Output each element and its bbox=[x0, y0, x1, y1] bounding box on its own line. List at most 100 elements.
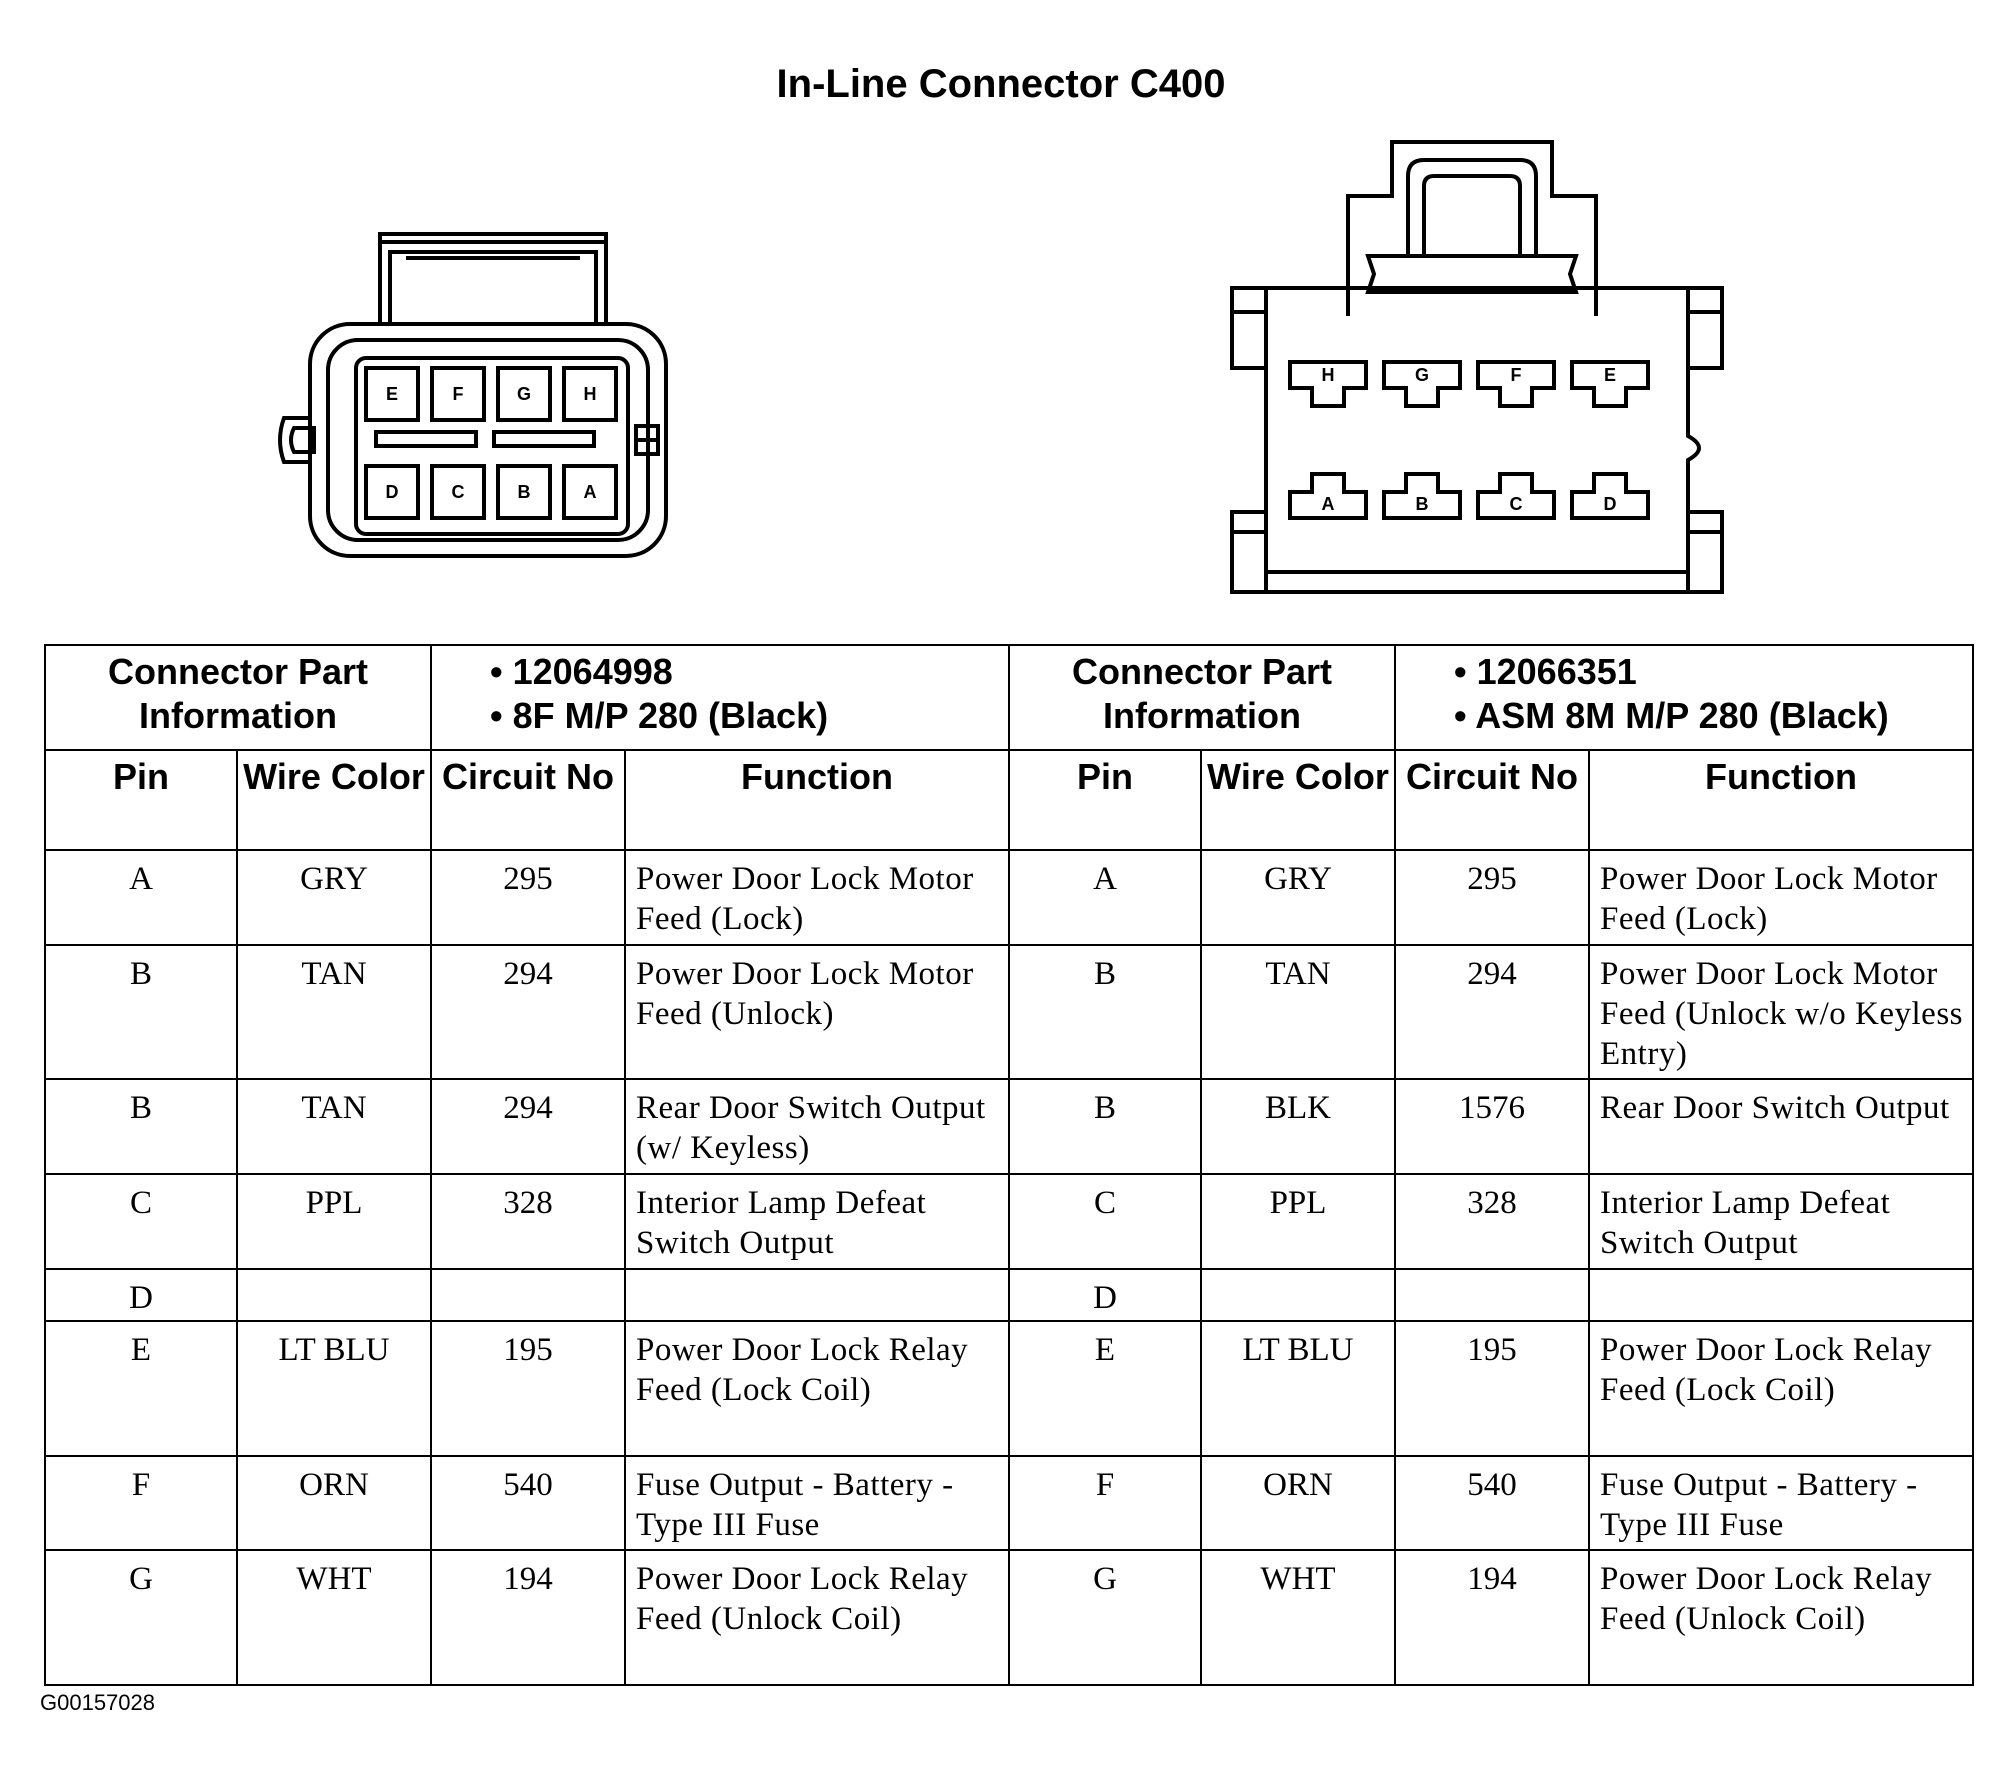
wire-color-cell: BLK bbox=[1200, 1078, 1396, 1175]
figure-id: G00157028 bbox=[40, 1690, 155, 1715]
wire-color-cell: TAN bbox=[236, 1078, 432, 1175]
function-cell: Power Door Lock Motor Feed (Lock) bbox=[624, 849, 1010, 946]
part-numbers-left: • 12064998 • 8F M/P 280 (Black) bbox=[430, 644, 1010, 751]
pin-cell: D bbox=[44, 1267, 238, 1322]
pin-cell: G bbox=[44, 1549, 238, 1686]
function-cell: Power Door Lock Motor Feed (Lock) bbox=[1588, 849, 1974, 946]
pin-terminal: D bbox=[1570, 472, 1650, 520]
function-cell: Power Door Lock Relay Feed (Unlock Coil) bbox=[1588, 1549, 1974, 1686]
diagram-title: In-Line Connector C400 bbox=[776, 62, 1226, 106]
function-cell: Power Door Lock Relay Feed (Lock Coil) bbox=[624, 1319, 1010, 1457]
circuit-no-cell: 294 bbox=[430, 1078, 626, 1175]
wire-color-cell: GRY bbox=[1200, 849, 1396, 946]
circuit-no-cell: 1576 bbox=[1394, 1078, 1590, 1175]
pin-label: F bbox=[453, 384, 464, 404]
circuit-no-cell: 195 bbox=[430, 1319, 626, 1457]
wire-color-cell: TAN bbox=[236, 943, 432, 1081]
col-header-function: Function bbox=[624, 748, 1010, 852]
pin-label: G bbox=[517, 384, 531, 404]
part-number-line: • 12064998 bbox=[490, 651, 673, 692]
circuit-no-cell: 295 bbox=[1394, 849, 1590, 946]
pin-cavity: A bbox=[562, 464, 618, 520]
pin-terminal: A bbox=[1288, 472, 1368, 520]
pin-cavity: D bbox=[364, 464, 420, 520]
column-header-row: Pin Wire Color Circuit No Function Pin W… bbox=[44, 748, 1974, 852]
wire-color-cell: GRY bbox=[236, 849, 432, 946]
part-numbers-right: • 12066351 • ASM 8M M/P 280 (Black) bbox=[1394, 644, 1974, 751]
pin-cell: E bbox=[1008, 1319, 1202, 1457]
pin-label: G bbox=[1415, 365, 1429, 385]
pin-cell: E bbox=[44, 1319, 238, 1457]
pin-label: D bbox=[1604, 494, 1617, 514]
part-info-label-right: Connector Part Information bbox=[1008, 644, 1396, 751]
wire-color-cell bbox=[1200, 1267, 1396, 1322]
part-description-line: • ASM 8M M/P 280 (Black) bbox=[1454, 695, 1889, 736]
function-cell bbox=[624, 1267, 1010, 1322]
pin-cell: C bbox=[44, 1173, 238, 1270]
pin-cell: F bbox=[1008, 1454, 1202, 1552]
circuit-no-cell: 328 bbox=[1394, 1173, 1590, 1270]
function-cell: Power Door Lock Relay Feed (Unlock Coil) bbox=[624, 1549, 1010, 1686]
pin-terminal: C bbox=[1476, 472, 1556, 520]
pin-cavity: G bbox=[496, 366, 552, 422]
pin-cell: G bbox=[1008, 1549, 1202, 1686]
function-cell: Power Door Lock Motor Feed (Unlock) bbox=[624, 943, 1010, 1081]
pin-cavity: B bbox=[496, 464, 552, 520]
wire-color-cell: LT BLU bbox=[1200, 1319, 1396, 1457]
wire-color-cell: PPL bbox=[236, 1173, 432, 1270]
pin-cell: F bbox=[44, 1454, 238, 1552]
col-header-pin: Pin bbox=[44, 748, 238, 852]
col-header-wire-color: Wire Color bbox=[1200, 748, 1396, 852]
col-header-wire-color: Wire Color bbox=[236, 748, 432, 852]
circuit-no-cell: 294 bbox=[430, 943, 626, 1081]
pin-cell: B bbox=[44, 943, 238, 1081]
part-description-line: • 8F M/P 280 (Black) bbox=[490, 695, 829, 736]
circuit-no-cell: 195 bbox=[1394, 1319, 1590, 1457]
circuit-no-cell: 294 bbox=[1394, 943, 1590, 1081]
pinout-table: Connector Part Information • 12064998 • … bbox=[44, 644, 1974, 1686]
wire-color-cell: WHT bbox=[236, 1549, 432, 1686]
circuit-no-cell: 540 bbox=[430, 1454, 626, 1552]
pin-cavity: H bbox=[562, 366, 618, 422]
function-cell: Interior Lamp Defeat Switch Output bbox=[1588, 1173, 1974, 1270]
pin-cell: D bbox=[1008, 1267, 1202, 1322]
pin-label: A bbox=[1322, 494, 1335, 514]
circuit-no-cell bbox=[1394, 1267, 1590, 1322]
pin-cell: C bbox=[1008, 1173, 1202, 1270]
pin-terminal: G bbox=[1382, 360, 1462, 408]
function-cell: Fuse Output - Battery - Type III Fuse bbox=[624, 1454, 1010, 1552]
function-cell: Interior Lamp Defeat Switch Output bbox=[624, 1173, 1010, 1270]
circuit-no-cell: 194 bbox=[430, 1549, 626, 1686]
function-cell: Fuse Output - Battery - Type III Fuse bbox=[1588, 1454, 1974, 1552]
circuit-no-cell: 295 bbox=[430, 849, 626, 946]
circuit-no-cell: 540 bbox=[1394, 1454, 1590, 1552]
circuit-no-cell: 194 bbox=[1394, 1549, 1590, 1686]
pin-cavity: C bbox=[430, 464, 486, 520]
circuit-no-cell bbox=[430, 1267, 626, 1322]
pin-cell: B bbox=[1008, 943, 1202, 1081]
function-cell: Rear Door Switch Output (w/ Keyless) bbox=[624, 1078, 1010, 1175]
pin-terminal: H bbox=[1288, 360, 1368, 408]
wire-color-cell: ORN bbox=[1200, 1454, 1396, 1552]
pin-label: D bbox=[386, 482, 399, 502]
pin-label: F bbox=[1511, 365, 1522, 385]
pin-cavity: E bbox=[364, 366, 420, 422]
pin-label: A bbox=[584, 482, 597, 502]
pin-cell: B bbox=[44, 1078, 238, 1175]
wire-color-cell: LT BLU bbox=[236, 1319, 432, 1457]
pin-label: H bbox=[584, 384, 597, 404]
col-header-circuit-no: Circuit No bbox=[430, 748, 626, 852]
pin-label: C bbox=[1510, 494, 1523, 514]
part-info-row: Connector Part Information • 12064998 • … bbox=[44, 644, 1974, 751]
wire-color-cell: PPL bbox=[1200, 1173, 1396, 1270]
pin-label: E bbox=[386, 384, 398, 404]
